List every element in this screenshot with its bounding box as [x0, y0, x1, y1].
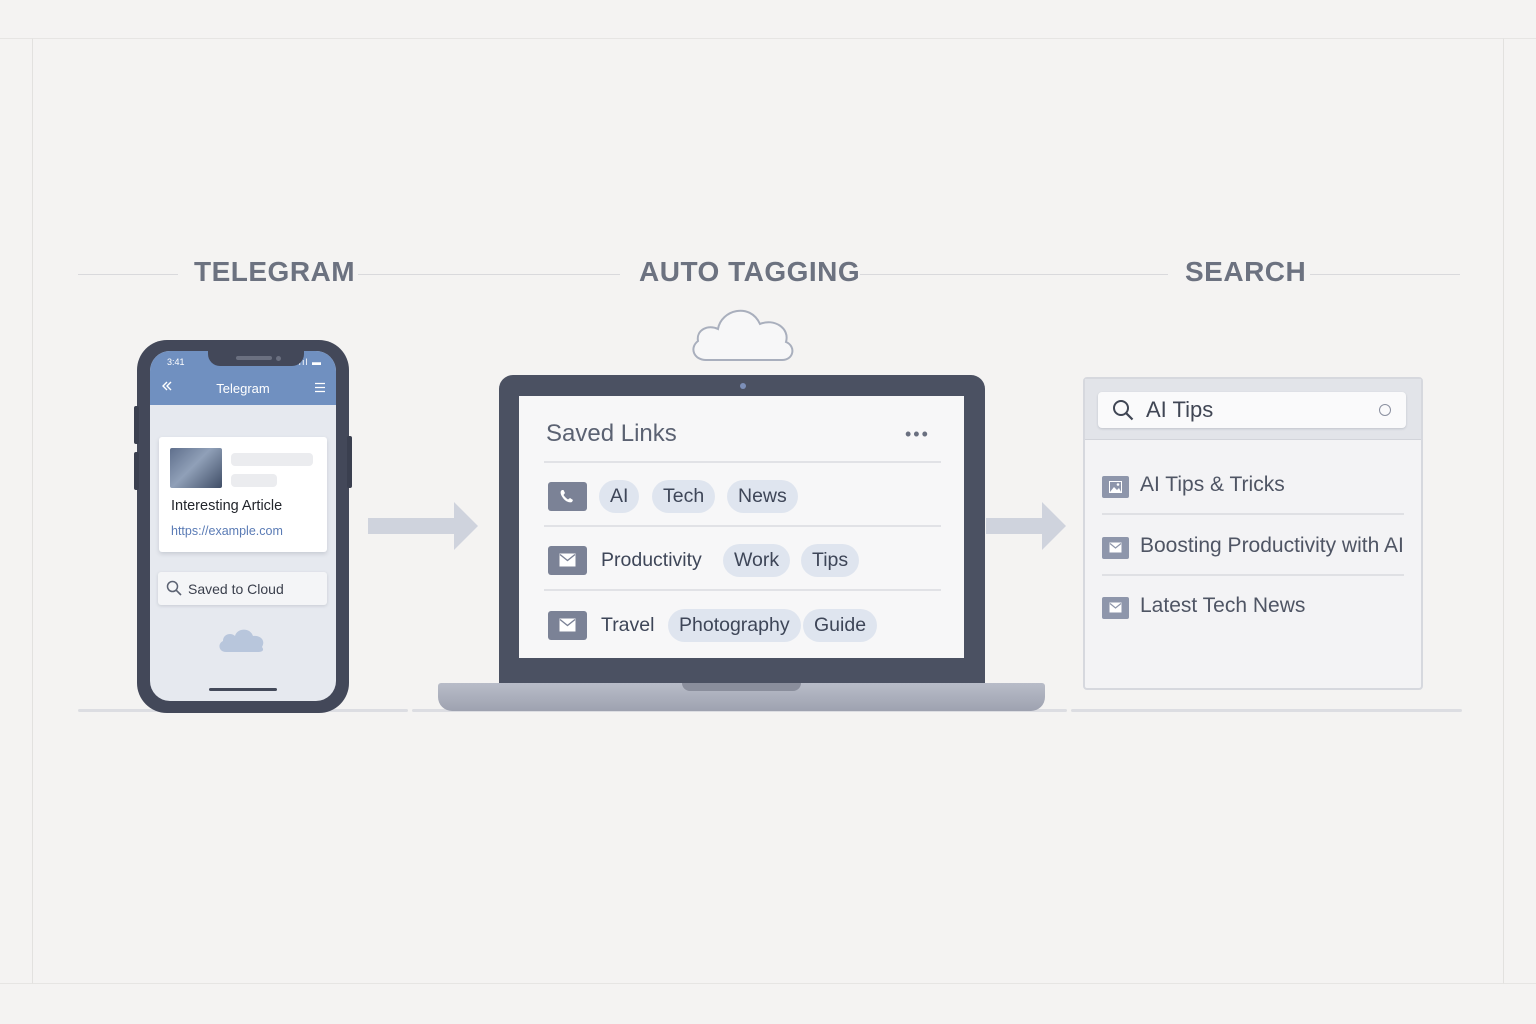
search-icon [166, 580, 182, 601]
placeholder-line [231, 474, 277, 487]
status-time: 3:41 [167, 357, 185, 367]
tag-label[interactable]: Productivity [601, 549, 702, 571]
saved-link-row[interactable]: Travel Photography Guide [548, 609, 948, 643]
divider [544, 461, 941, 463]
article-thumbnail [170, 448, 222, 488]
laptop-trackpad-notch [682, 683, 801, 691]
menu-icon[interactable] [314, 380, 326, 396]
divider [1102, 574, 1404, 576]
header-rule [860, 274, 1168, 275]
search-input[interactable]: AI Tips [1098, 392, 1406, 428]
message-title: Interesting Article [171, 498, 283, 514]
arrow-right-icon [986, 500, 1068, 557]
mail-icon [548, 546, 587, 575]
saved-link-row[interactable]: Productivity Work Tips [548, 544, 948, 578]
tag-chip[interactable]: News [727, 480, 798, 513]
header-rule [358, 274, 620, 275]
tag-chip[interactable]: Tech [652, 480, 716, 513]
mail-icon [1102, 597, 1129, 619]
tag-chip[interactable]: AI [599, 480, 640, 513]
cloud-icon [216, 626, 268, 659]
search-result[interactable]: AI Tips & Tricks [1102, 473, 1412, 503]
page-frame [32, 38, 1504, 984]
phone-screen: 3:41 ııl ▬ Telegram Interesting Article … [150, 351, 336, 701]
laptop-device: Saved Links ••• AI Tech News Productivit… [499, 375, 985, 686]
home-indicator [209, 688, 277, 691]
saved-links-panel: Saved Links ••• AI Tech News Productivit… [519, 396, 964, 658]
tag-chip[interactable]: Work [723, 544, 791, 577]
divider [1102, 513, 1404, 515]
section-title-search: SEARCH [1185, 256, 1307, 287]
search-result[interactable]: Latest Tech News [1102, 594, 1412, 624]
result-label: Latest Tech News [1140, 594, 1306, 617]
result-label: Boosting Productivity with AI [1140, 534, 1404, 557]
back-icon[interactable] [161, 379, 173, 397]
phone-device: 3:41 ııl ▬ Telegram Interesting Article … [134, 340, 352, 713]
clear-icon[interactable] [1379, 404, 1391, 416]
phone-side-button [134, 406, 139, 444]
cloud-icon [688, 302, 798, 369]
search-panel: AI Tips AI Tips & Tricks Boosting Produc… [1083, 377, 1423, 690]
header-rule [1310, 274, 1460, 275]
image-icon [1102, 476, 1129, 498]
saved-to-cloud-status: Saved to Cloud [158, 572, 327, 605]
result-label: AI Tips & Tricks [1140, 473, 1285, 496]
laptop-base [438, 683, 1045, 711]
tag-chip[interactable]: Tips [801, 544, 860, 577]
placeholder-line [231, 453, 313, 466]
section-title-telegram: TELEGRAM [194, 256, 356, 287]
search-result[interactable]: Boosting Productivity with AI [1102, 534, 1412, 564]
ground-line [1071, 709, 1462, 712]
speaker [236, 356, 272, 360]
section-title-auto-tagging: AUTO TAGGING [639, 256, 861, 287]
app-title: Telegram [216, 381, 270, 396]
telegram-app-bar: Telegram [150, 373, 336, 405]
search-icon [1112, 399, 1134, 426]
header-rule [78, 274, 178, 275]
mail-icon [1102, 537, 1129, 559]
search-query: AI Tips [1146, 397, 1214, 422]
tag-label[interactable]: Travel [601, 614, 655, 636]
more-options-icon[interactable]: ••• [905, 424, 930, 444]
divider [544, 525, 941, 527]
phone-side-button [134, 452, 139, 490]
phone-power-button [347, 436, 352, 488]
message-link[interactable]: https://example.com [171, 524, 283, 538]
saved-link-row[interactable]: AI Tech News [548, 480, 948, 514]
panel-title: Saved Links [546, 420, 677, 447]
mail-icon [548, 611, 587, 640]
status-icons: ııl ▬ [298, 357, 322, 367]
tag-chip[interactable]: Photography [668, 609, 801, 642]
message-card[interactable]: Interesting Article https://example.com [159, 437, 327, 552]
front-camera [276, 356, 281, 361]
saved-label: Saved to Cloud [188, 581, 284, 597]
divider [544, 589, 941, 591]
phone-icon [548, 482, 587, 511]
arrow-right-icon [366, 500, 480, 557]
search-header: AI Tips [1085, 379, 1421, 440]
tag-chip[interactable]: Guide [803, 609, 878, 642]
phone-notch [208, 351, 304, 366]
laptop-camera [740, 383, 746, 389]
